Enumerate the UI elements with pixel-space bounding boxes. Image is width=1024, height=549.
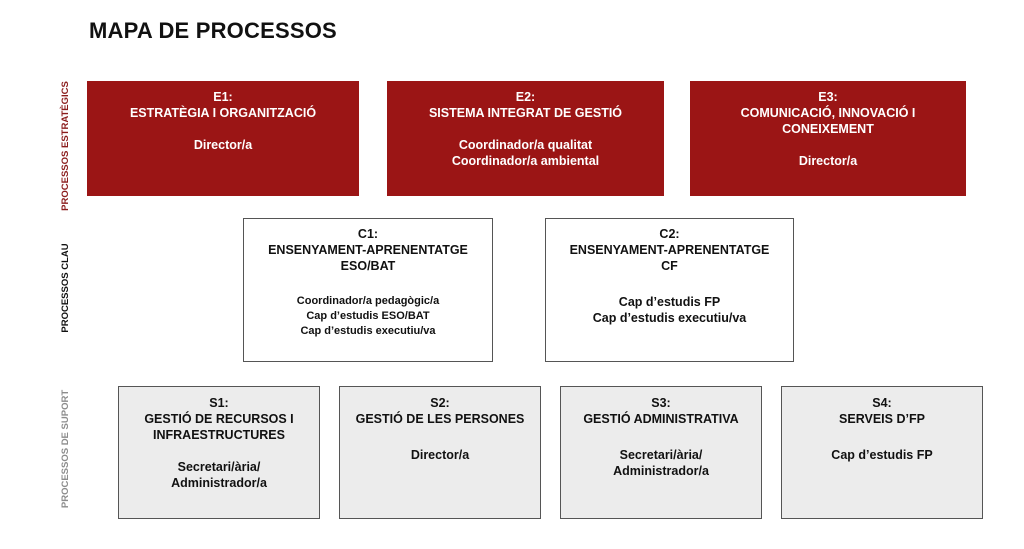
process-code: S1: — [209, 396, 229, 410]
process-name: CF — [661, 259, 678, 273]
process-owner: Coordinador/a qualitat — [458, 138, 593, 152]
process-owner: Administrador/a — [171, 476, 267, 490]
process-box-s1: S1: GESTIÓ DE RECURSOS I INFRAESTRUCTURE… — [118, 386, 320, 519]
row-label-strategic: PROCESSOS ESTRATÈGICS — [60, 81, 71, 211]
page-title: MAPA DE PROCESSOS — [89, 18, 337, 43]
process-owner: Coordinador/a ambiental — [451, 154, 600, 168]
process-owner: Director/a — [798, 154, 858, 168]
process-name: COMUNICACIÓ, INNOVACIÓ I — [740, 106, 916, 120]
row-label-key: PROCESSOS CLAU — [60, 243, 71, 333]
process-name: SISTEMA INTEGRAT DE GESTIÓ — [428, 106, 623, 120]
process-box-s3: S3: GESTIÓ ADMINISTRATIVA Secretari/ària… — [560, 386, 762, 519]
process-name: INFRAESTRUCTURES — [153, 428, 285, 442]
process-name: ESO/BAT — [340, 259, 396, 273]
process-owner: Director/a — [193, 138, 253, 152]
process-name: ENSENYAMENT-APRENENTATGE — [268, 243, 468, 257]
process-code: C1: — [357, 227, 379, 241]
process-name: GESTIÓ ADMINISTRATIVA — [583, 412, 739, 426]
process-owner: Cap d’estudis executiu/va — [300, 325, 436, 337]
process-name: ESTRATÈGIA I ORGANITZACIÓ — [129, 106, 317, 120]
process-owner: Secretari/ària/ — [619, 448, 703, 462]
process-code: S2: — [430, 396, 450, 410]
process-owner: Cap d’estudis ESO/BAT — [306, 310, 430, 322]
process-owner: Director/a — [410, 448, 470, 462]
process-owner: Coordinador/a pedagògic/a — [296, 295, 440, 307]
process-code: S3: — [651, 396, 671, 410]
process-name: GESTIÓ DE RECURSOS I — [144, 412, 294, 426]
process-name: CONEIXEMENT — [782, 122, 874, 136]
process-owner: Cap d’estudis executiu/va — [592, 311, 747, 325]
process-code: E1: — [213, 90, 233, 104]
process-box-c2: C2: ENSENYAMENT-APRENENTATGE CF Cap d’es… — [545, 218, 794, 362]
row-label-support: PROCESSOS DE SUPORT — [60, 389, 71, 509]
process-owner: Cap d’estudis FP — [618, 295, 721, 309]
process-code: S4: — [872, 396, 892, 410]
process-owner: Administrador/a — [613, 464, 709, 478]
process-box-s2: S2: GESTIÓ DE LES PERSONES Director/a — [339, 386, 541, 519]
process-box-e2: E2: SISTEMA INTEGRAT DE GESTIÓ Coordinad… — [387, 81, 664, 196]
process-box-e1: E1: ESTRATÈGIA I ORGANITZACIÓ Director/a — [87, 81, 359, 196]
process-owner: Cap d’estudis FP — [831, 448, 933, 462]
process-name: SERVEIS D’FP — [839, 412, 925, 426]
process-code: E3: — [818, 90, 838, 104]
process-code: C2: — [659, 227, 680, 241]
process-name: ENSENYAMENT-APRENENTATGE — [569, 243, 770, 257]
process-code: E2: — [515, 90, 536, 104]
process-box-c1: C1: ENSENYAMENT-APRENENTATGE ESO/BAT Coo… — [243, 218, 493, 362]
process-name: GESTIÓ DE LES PERSONES — [355, 412, 525, 426]
process-box-s4: S4: SERVEIS D’FP Cap d’estudis FP — [781, 386, 983, 519]
process-owner: Secretari/ària/ — [177, 460, 261, 474]
process-box-e3: E3: COMUNICACIÓ, INNOVACIÓ I CONEIXEMENT… — [690, 81, 966, 196]
